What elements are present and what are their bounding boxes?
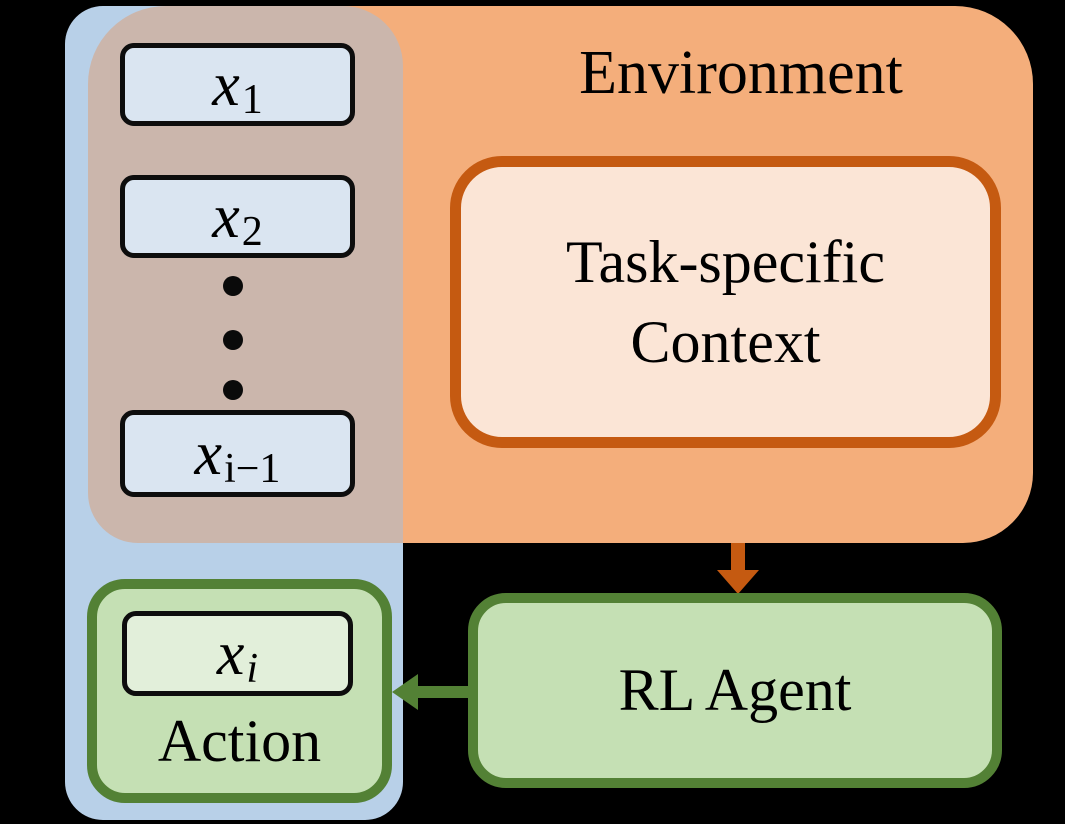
x1-subscript: 1 <box>241 76 263 123</box>
ellipsis-dot <box>223 380 243 400</box>
xi-subscript: i <box>246 645 259 692</box>
xi-base: x <box>216 619 245 688</box>
rl-agent-to-action-arrow-head <box>392 674 418 710</box>
x2-subscript: 2 <box>241 208 263 255</box>
task-context-line2: Context <box>630 309 821 375</box>
ellipsis-dot <box>223 330 243 350</box>
x2-base: x <box>212 182 240 251</box>
rl-agent-box: RL Agent <box>468 593 1002 788</box>
task-specific-context-box: Task-specific Context <box>450 156 1001 448</box>
action-label: Action <box>157 708 322 774</box>
xi-1-base: x <box>194 419 223 488</box>
rl-agent-label: RL Agent <box>618 657 852 723</box>
rl-agent-to-action-arrow-shaft <box>417 686 468 698</box>
task-context-line1: Task-specific <box>566 229 885 295</box>
environment-label: Environment <box>579 39 903 107</box>
ellipsis-dot <box>223 276 243 296</box>
xi-1-subscript: i−1 <box>224 445 281 492</box>
x1-base: x <box>212 50 240 119</box>
environment-to-rl-agent-arrow-shaft <box>731 543 745 572</box>
environment-to-rl-agent-arrow-head <box>717 570 759 594</box>
